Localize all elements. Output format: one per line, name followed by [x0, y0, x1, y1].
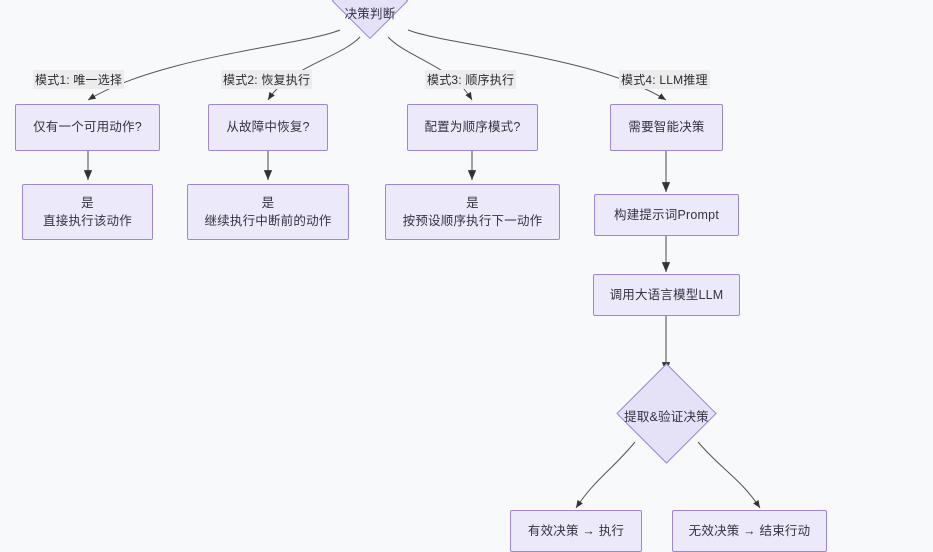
edge-decision-to-valid: [575, 441, 636, 509]
node-branch1-result[interactable]: 是 直接执行该动作: [22, 184, 153, 240]
node-branch3-result[interactable]: 是 按预设顺序执行下一动作: [385, 184, 560, 240]
edge-label-mode1: 模式1: 唯一选择: [33, 70, 125, 89]
edge-root-to-branch2: [267, 36, 361, 101]
node-branch2-condition[interactable]: 从故障中恢复?: [208, 104, 328, 151]
node-llm-step-prompt[interactable]: 构建提示词Prompt: [594, 194, 739, 236]
node-outcome-invalid[interactable]: 无效决策 → 结束行动: [672, 510, 827, 552]
edge-decision-to-invalid: [697, 441, 761, 509]
edge-root-to-branch3: [387, 36, 473, 101]
edge-label-mode2: 模式2: 恢复执行: [221, 70, 313, 89]
node-llm-start[interactable]: 需要智能决策: [610, 104, 723, 151]
root-decision-label: 决策判断: [344, 7, 396, 21]
edge-root-to-branch4: [407, 29, 667, 101]
node-branch3-condition[interactable]: 配置为顺序模式?: [407, 104, 538, 151]
edge-root-to-branch1: [87, 29, 341, 101]
node-outcome-valid[interactable]: 有效决策 → 执行: [510, 510, 642, 552]
node-branch1-condition[interactable]: 仅有一个可用动作?: [15, 104, 160, 151]
edge-label-mode4: 模式4: LLM推理: [619, 70, 710, 89]
verify-decision-label: 提取&验证决策: [624, 410, 709, 424]
node-branch2-result[interactable]: 是 继续执行中断前的动作: [187, 184, 349, 240]
node-llm-step-call[interactable]: 调用大语言模型LLM: [593, 274, 740, 316]
edge-label-mode3: 模式3: 顺序执行: [425, 70, 517, 89]
